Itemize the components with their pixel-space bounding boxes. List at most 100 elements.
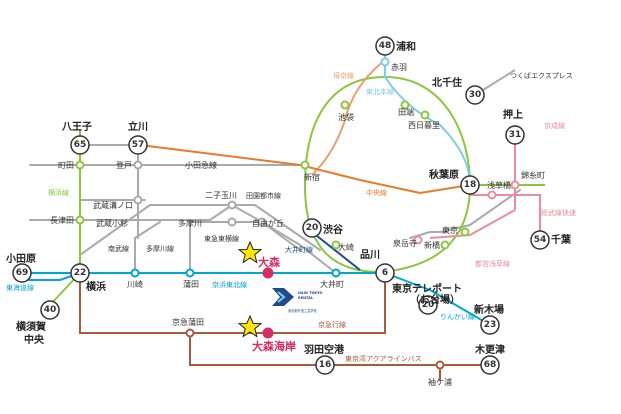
marker-hachioji: 65 bbox=[70, 135, 90, 155]
line-label-saikyo: 埼京線 bbox=[333, 71, 354, 80]
tohoku-line bbox=[384, 48, 471, 186]
line-label-chuo: 中央線 bbox=[366, 188, 387, 197]
dot-tabata bbox=[400, 100, 410, 110]
dot-oimachi bbox=[331, 268, 341, 278]
line-label-yokohama: 横浜線 bbox=[48, 188, 69, 197]
line-label-rinkai: りんかい線 bbox=[440, 312, 475, 321]
label-yokosuka-chuo-1: 横須賀 bbox=[16, 320, 46, 333]
school-name-en: DAIN TOKYO bbox=[298, 291, 323, 295]
svg-text:31: 31 bbox=[509, 130, 522, 140]
label-sengakuji: 泉岳寺 bbox=[393, 238, 417, 248]
line-label-tsukuba: つくばエクスプレス bbox=[510, 71, 573, 80]
station-dots bbox=[75, 57, 520, 370]
svg-text:68: 68 bbox=[484, 360, 497, 370]
label-oshiage: 押上 bbox=[503, 108, 523, 121]
dot-tamagawa bbox=[227, 217, 237, 227]
dot-shinbashi bbox=[440, 240, 450, 250]
omori-star-icon bbox=[237, 240, 263, 264]
line-label-oimachi: 大井町線 bbox=[285, 245, 313, 254]
dot-machida bbox=[75, 160, 85, 170]
marker-kitasenju: 30 bbox=[465, 85, 485, 105]
label-futakotamagawa: 二子玉川 bbox=[205, 191, 237, 200]
station-labels: 浦和 赤羽 北千住 田端 西日暮里 池袋 押上 錦糸町 秋葉原 浅草橋 八王子 … bbox=[5, 40, 572, 387]
svg-text:30: 30 bbox=[469, 90, 482, 100]
marker-oshiage: 31 bbox=[505, 125, 525, 145]
label-haneda: 羽田空港 bbox=[304, 343, 345, 356]
label-tokyo-teleport: 東京テレポート bbox=[392, 282, 462, 295]
label-odawara: 小田原 bbox=[5, 252, 36, 265]
label-noborito: 登戸 bbox=[116, 160, 132, 170]
dot-sodegaura bbox=[435, 360, 445, 370]
label-teleport-sub: （お台場） bbox=[410, 293, 460, 306]
school-logo: DAIN TOKYO RENTAL 東京都外語工芸学院 bbox=[272, 288, 323, 313]
svg-text:20: 20 bbox=[306, 223, 319, 233]
label-kawasaki: 川崎 bbox=[127, 279, 143, 289]
line-label-nambu: 南武線 bbox=[108, 244, 129, 253]
dot-futakotamagawa bbox=[227, 200, 237, 210]
marker-tokyo-teleport: 20 bbox=[418, 295, 438, 315]
marker-shinkiba: 23 bbox=[480, 315, 500, 335]
dot-keikyu-kamata bbox=[185, 328, 195, 338]
label-oimachi: 大井町 bbox=[320, 279, 344, 289]
dot-shinjuku bbox=[300, 160, 310, 170]
dot-akabane bbox=[380, 57, 390, 67]
minute-markers: 48 30 31 65 57 18 20 54 6 69 22 20 23 40… bbox=[12, 36, 550, 375]
svg-text:16: 16 bbox=[319, 360, 332, 370]
chuo-line bbox=[139, 144, 471, 195]
label-yokohama: 横浜 bbox=[86, 280, 106, 293]
label-kinshicho: 錦糸町 bbox=[521, 170, 545, 180]
marker-urawa: 48 bbox=[375, 36, 395, 56]
line-label-denentoshi: 田園都市線 bbox=[246, 191, 281, 200]
dot-ikebukuro bbox=[340, 100, 350, 110]
marker-chiba: 54 bbox=[530, 230, 550, 250]
label-kitasenju: 北千住 bbox=[432, 76, 462, 89]
label-akihabara: 秋葉原 bbox=[429, 168, 459, 181]
svg-text:20: 20 bbox=[422, 300, 435, 310]
dot-jiyugaoka bbox=[257, 217, 267, 227]
label-shinjuku: 新宿 bbox=[304, 172, 320, 182]
dot-kinshicho bbox=[510, 180, 520, 190]
label-shibuya: 渋谷 bbox=[323, 223, 344, 236]
label-yokosuka-chuo-2: 中央 bbox=[24, 333, 45, 346]
label-nagatsuda: 長津田 bbox=[50, 215, 74, 225]
label-sodegaura: 袖ケ浦 bbox=[428, 377, 452, 387]
svg-text:23: 23 bbox=[484, 320, 497, 330]
tamagawa-tokaido-cross bbox=[29, 204, 233, 221]
line-label-keisei: 京成線 bbox=[544, 121, 565, 130]
label-nishinippori: 西日暮里 bbox=[408, 120, 440, 130]
marker-odawara: 69 bbox=[12, 263, 32, 283]
dot-omori-pink bbox=[262, 267, 274, 279]
label-jiyugaoka: 自由が丘 bbox=[252, 218, 284, 228]
dot-musashimizonokuchi bbox=[133, 195, 143, 205]
label-osaki: 大崎 bbox=[338, 242, 354, 252]
toei-asakusa bbox=[429, 209, 516, 239]
school-name-ja: 東京都外語工芸学院 bbox=[288, 308, 317, 313]
label-musashikosugi: 武蔵小杉 bbox=[96, 218, 128, 228]
line-labels: 埼京線 東北本線 つくばエクスプレス 京成線 小田急線 中央線 横浜線 総武線快… bbox=[6, 71, 576, 363]
label-tokyo: 東京 bbox=[442, 225, 458, 235]
line-label-toyoko: 東急東横線 bbox=[204, 234, 239, 243]
label-asakusabashi: 浅草橋 bbox=[487, 180, 511, 190]
toyoko-line bbox=[189, 221, 301, 274]
label-musashimizonokuchi: 武蔵溝ノ口 bbox=[93, 200, 133, 210]
rinkai-line bbox=[384, 272, 491, 326]
line-label-keihin-tohoku: 京浜東北線 bbox=[212, 280, 247, 289]
dot-nagatsuda bbox=[75, 215, 85, 225]
svg-text:40: 40 bbox=[44, 305, 57, 315]
marker-yokosuka-chuo: 40 bbox=[40, 300, 60, 320]
dot-asakusabashi bbox=[487, 190, 497, 200]
line-label-tohoku: 東北本線 bbox=[366, 87, 394, 96]
dot-omori-kaigan-pink bbox=[262, 327, 274, 339]
marker-shinagawa: 6 bbox=[375, 263, 395, 283]
label-kisarazu: 木更津 bbox=[474, 343, 505, 356]
marker-haneda: 16 bbox=[315, 355, 335, 375]
musashikosugi-line bbox=[134, 221, 161, 274]
dot-kamata bbox=[185, 268, 195, 278]
line-label-keikyu: 京急行線 bbox=[318, 320, 346, 329]
gray-lines bbox=[29, 149, 521, 274]
label-keikyu-kamata: 京急蒲田 bbox=[172, 317, 204, 327]
label-akabane: 赤羽 bbox=[391, 63, 407, 72]
label-tachikawa: 立川 bbox=[128, 120, 148, 133]
label-omori: 大森 bbox=[258, 255, 281, 269]
dot-noborito bbox=[133, 160, 143, 170]
